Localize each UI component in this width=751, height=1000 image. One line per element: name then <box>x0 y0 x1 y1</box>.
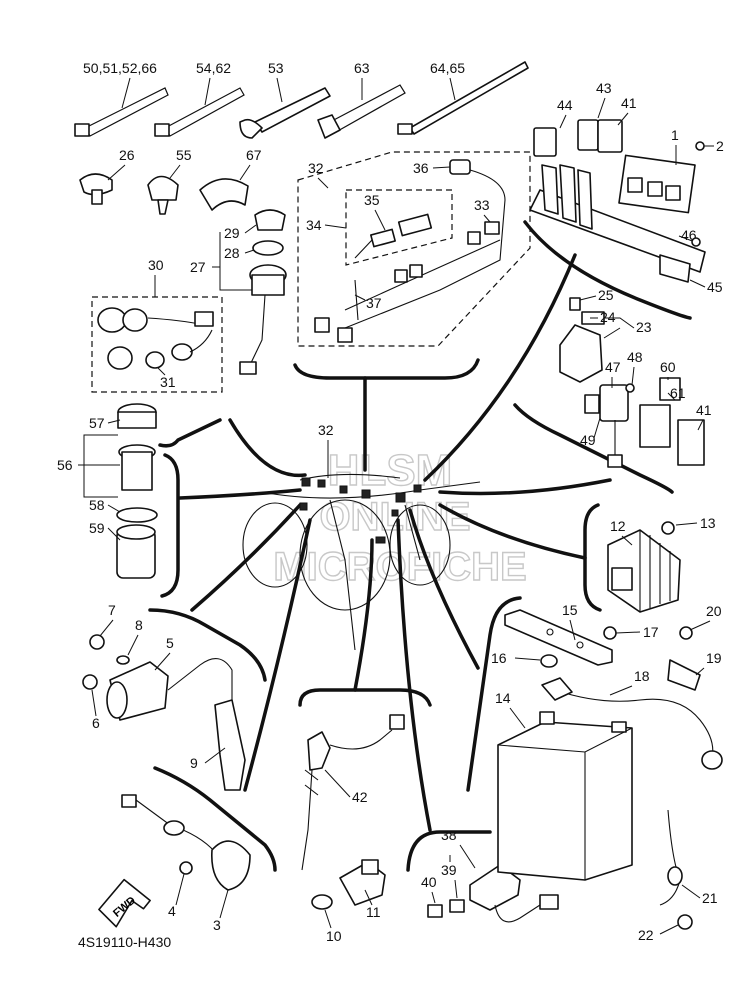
callout-4: 4 <box>168 903 176 919</box>
fwd-arrow-icon: FWD <box>98 878 151 928</box>
callout-12: 12 <box>610 518 626 534</box>
switch-11 <box>311 859 386 910</box>
callout-38: 38 <box>441 827 457 843</box>
callout-32-top: 32 <box>308 160 324 176</box>
cable-tie-64 <box>397 61 529 135</box>
callout-22: 22 <box>638 927 654 943</box>
diagram-code: 4S19110-H430 <box>78 934 171 950</box>
callout-17: 17 <box>643 624 659 640</box>
callout-32-center: 32 <box>318 422 334 438</box>
clip-67 <box>199 178 249 211</box>
callout-8: 8 <box>135 617 143 633</box>
callout-39: 39 <box>441 862 457 878</box>
callout-36: 36 <box>413 160 429 176</box>
clip-55 <box>147 175 179 215</box>
ignition-coil-5 <box>82 634 246 791</box>
callout-3: 3 <box>213 917 221 933</box>
callout-41-mid: 41 <box>696 402 712 418</box>
callout-63: 63 <box>354 60 370 76</box>
callout-16: 16 <box>491 650 507 666</box>
harness-leader-lines <box>178 253 612 832</box>
main-switch-27 <box>239 209 287 375</box>
callout-24: 24 <box>600 309 616 325</box>
cable-tie-53 <box>239 87 331 139</box>
sensor-3 <box>121 794 251 891</box>
callout-27: 27 <box>190 259 206 275</box>
callout-64: 64,65 <box>430 60 465 76</box>
callout-13: 13 <box>700 515 716 531</box>
callout-1: 1 <box>671 127 679 143</box>
callout-37: 37 <box>366 295 382 311</box>
callout-29: 29 <box>224 225 240 241</box>
cable-tie-54 <box>154 87 245 137</box>
callout-67: 67 <box>246 147 262 163</box>
harness-subassembly-32 <box>297 151 531 347</box>
callout-49: 49 <box>580 432 596 448</box>
battery-cable-21 <box>659 809 693 930</box>
callout-47: 47 <box>605 359 621 375</box>
callout-59: 59 <box>89 520 105 536</box>
callout-25: 25 <box>598 287 614 303</box>
callout-14: 14 <box>495 690 511 706</box>
callout-57: 57 <box>89 415 105 431</box>
relay-group-47 <box>584 377 705 468</box>
wire-lead-assembly-30 <box>91 296 223 393</box>
callout-60: 60 <box>660 359 676 375</box>
main-wire-harness <box>242 473 481 651</box>
callout-21: 21 <box>702 890 718 906</box>
callout-43: 43 <box>596 80 612 96</box>
callout-9: 9 <box>190 755 198 771</box>
callout-54: 54,62 <box>196 60 231 76</box>
relay-bracket-assembly-1 <box>529 119 706 283</box>
callout-56: 56 <box>57 457 73 473</box>
battery-band-15 <box>504 609 613 668</box>
battery-cable-18 <box>541 677 723 770</box>
clip-26 <box>79 173 113 205</box>
callout-15: 15 <box>562 602 578 618</box>
callout-48: 48 <box>627 349 643 365</box>
callout-11: 11 <box>366 904 381 920</box>
callout-34: 34 <box>306 217 322 233</box>
callout-41-top: 41 <box>621 95 637 111</box>
callout-23: 23 <box>636 319 652 335</box>
callout-50: 50,51,52,66 <box>83 60 157 76</box>
callout-2: 2 <box>716 138 724 154</box>
cable-tie-50 <box>74 87 169 137</box>
callout-53: 53 <box>268 60 284 76</box>
flasher-relay-23 <box>559 297 605 383</box>
callout-18: 18 <box>634 668 650 684</box>
sensor-42 <box>301 714 405 871</box>
section-dividers <box>148 220 692 872</box>
callout-45: 45 <box>707 279 723 295</box>
callout-30: 30 <box>148 257 164 273</box>
callout-33: 33 <box>474 197 490 213</box>
callout-35: 35 <box>364 192 380 208</box>
callout-26: 26 <box>119 147 135 163</box>
cable-tie-63 <box>317 84 406 139</box>
callout-5: 5 <box>166 635 174 651</box>
watermark-line-2: ONLINE <box>319 495 470 539</box>
battery-14 <box>497 711 633 881</box>
callout-42: 42 <box>352 789 368 805</box>
rectifier-regulator-12 <box>607 521 681 613</box>
callout-7: 7 <box>108 602 116 618</box>
callout-labels: 50,51,52,66 54,62 53 63 64,65 44 43 41 1… <box>57 60 724 944</box>
callout-19: 19 <box>706 650 722 666</box>
watermark: HLSM ONLINE MICROFICHE <box>273 445 528 589</box>
callout-55: 55 <box>176 147 192 163</box>
callout-10: 10 <box>326 928 342 944</box>
callout-28: 28 <box>224 245 240 261</box>
socket-assembly-56 <box>116 403 158 579</box>
callout-44: 44 <box>557 97 573 113</box>
callout-20: 20 <box>706 603 722 619</box>
callout-58: 58 <box>89 497 105 513</box>
callout-31: 31 <box>160 374 176 390</box>
watermark-line-1: HLSM <box>328 446 453 495</box>
callout-40: 40 <box>421 874 437 890</box>
callout-61: 61 <box>670 385 686 401</box>
callout-6: 6 <box>92 715 100 731</box>
